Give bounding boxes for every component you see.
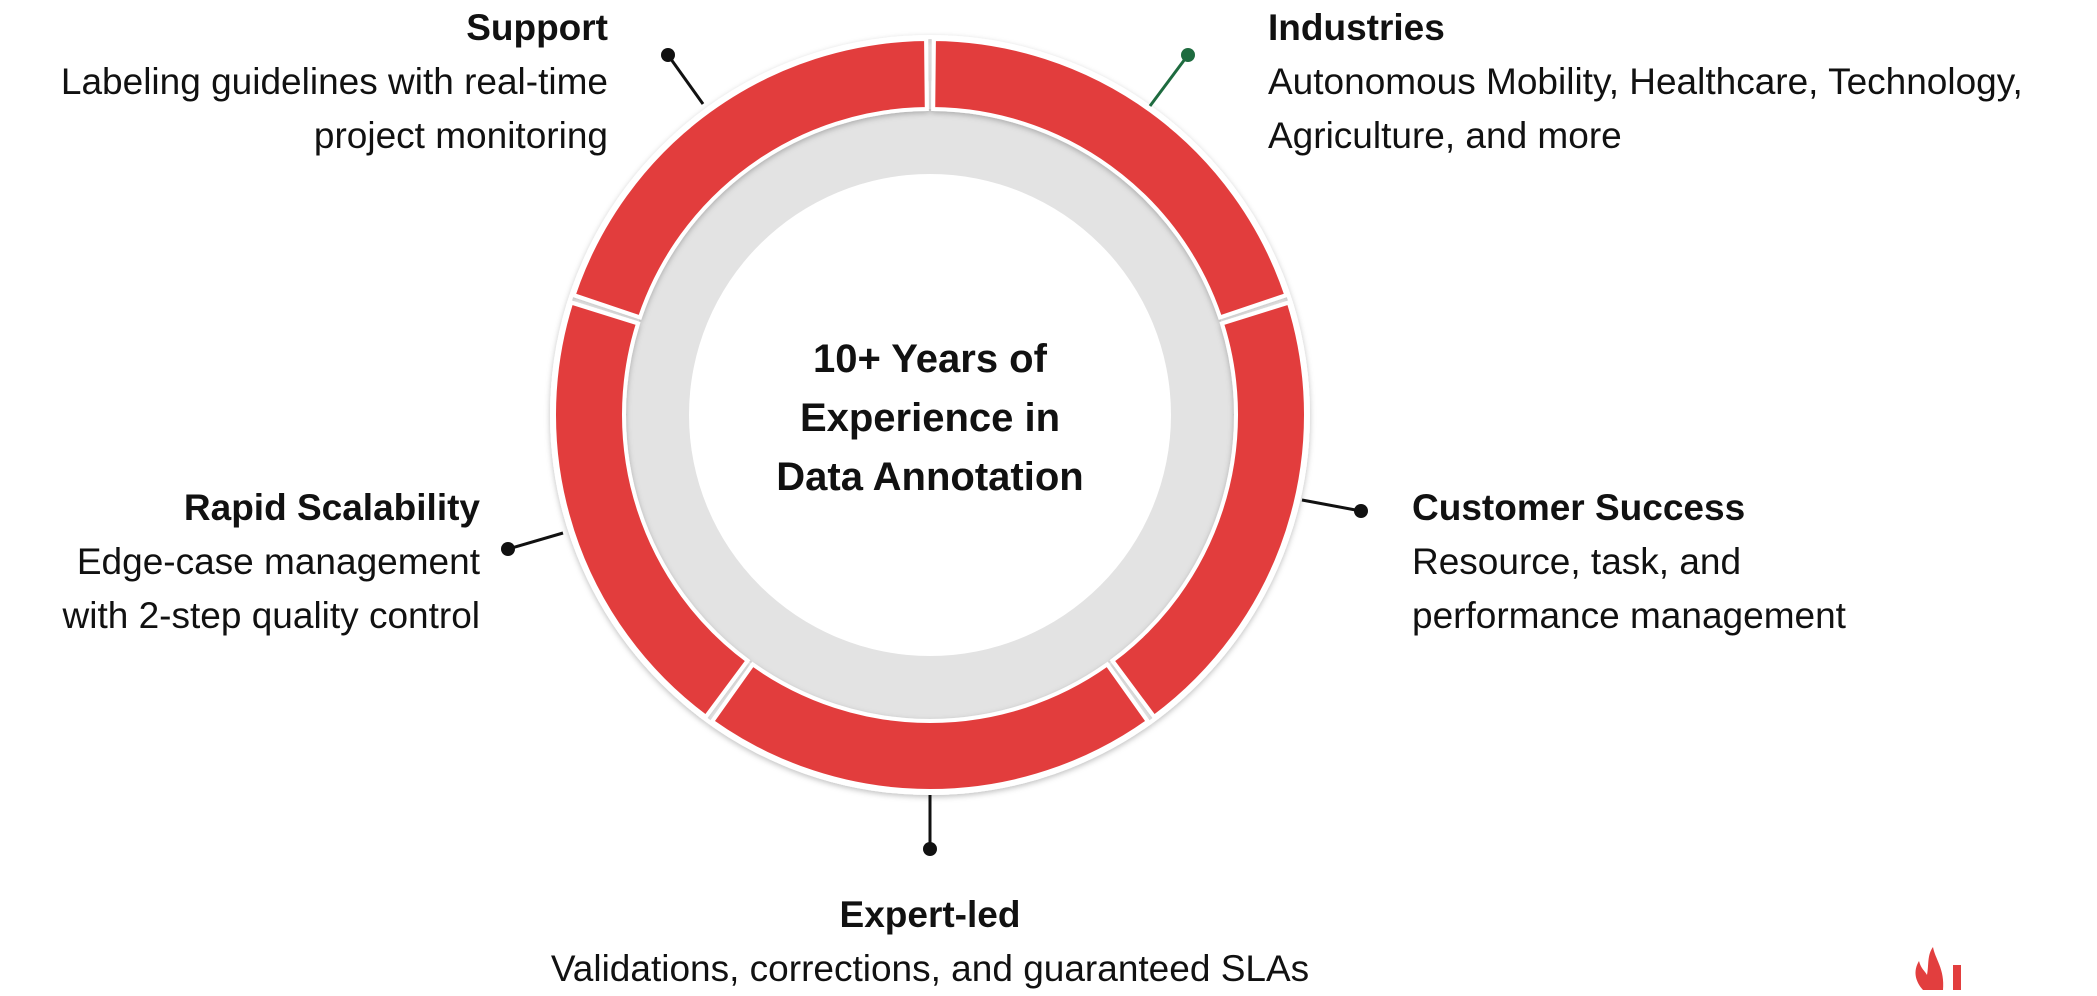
industries-connector-line [1148,54,1190,107]
center-title-line-2: Experience in [799,396,1061,440]
customer-success-desc-line-1: Resource, task, and [1412,541,1742,582]
expert-led-label: Expert-led Validations, corrections, and… [430,888,1430,996]
support-desc-line-1: Labeling guidelines with real-time [60,61,608,102]
support-title: Support [466,7,608,48]
expert-led-title: Expert-led [839,894,1021,935]
flame-logo [1915,947,1961,990]
industries-connector-dot [1181,48,1195,62]
expert-led-connector-dot [923,842,937,856]
rapid-scalability-connector-line [507,531,564,551]
rapid-scalability-desc-line-2: with 2-step quality control [62,595,480,636]
industries-title: Industries [1268,7,1445,48]
rapid-scalability-label: Rapid Scalability Edge-case management w… [0,481,480,643]
connectors [501,48,1368,856]
center-title-line-1: 10+ Years of [813,337,1047,381]
customer-success-connector-dot [1354,504,1368,518]
ring-segment-industries [931,36,1289,320]
ring-segments [550,35,1310,795]
flame-logo-mark [1915,947,1944,990]
expert-led-desc-line-1: Validations, corrections, and guaranteed… [550,948,1310,989]
customer-success-desc-line-2: performance management [1412,595,1846,636]
customer-success-label: Customer Success Resource, task, and per… [1412,481,2052,643]
industries-desc-line-2: Agriculture, and more [1268,115,1622,156]
ring-outline [550,35,1310,795]
ring-segment-customer-success [1109,300,1308,720]
center-title-line-3: Data Annotation [776,455,1084,499]
industries-label: Industries Autonomous Mobility, Healthca… [1268,1,2088,163]
support-label: Support Labeling guidelines with real-ti… [0,1,608,163]
flame-logo-letter [1953,965,1961,990]
support-connector-dot [661,48,675,62]
support-desc-line-2: project monitoring [313,115,608,156]
rapid-scalability-desc-line-1: Edge-case management [76,541,480,582]
customer-success-title: Customer Success [1412,487,1746,528]
industries-desc-line-1: Autonomous Mobility, Healthcare, Technol… [1268,61,2023,102]
center-disc [689,174,1171,656]
center-title: 10+ Years of Experience in Data Annotati… [740,330,1120,507]
customer-success-connector-line [1301,498,1362,513]
ring-segment-rapid-scalability [552,300,751,720]
ring-segment-support [571,36,929,320]
support-connector-line [666,54,705,105]
ring-segment-expert-led [709,661,1151,793]
rapid-scalability-title: Rapid Scalability [183,487,480,528]
rapid-scalability-connector-dot [501,542,515,556]
